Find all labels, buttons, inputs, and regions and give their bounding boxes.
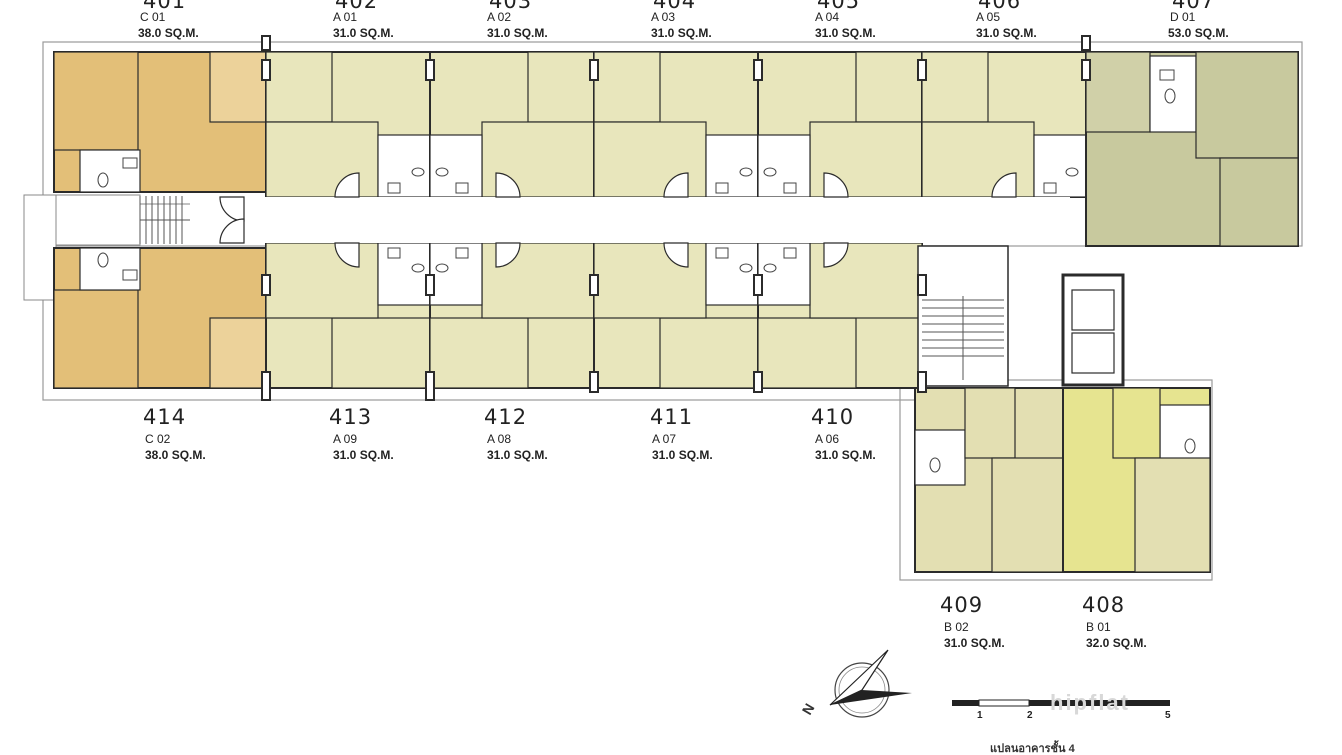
entry-stair-block	[23, 194, 190, 301]
watermark: hipflat	[1050, 690, 1130, 715]
unit-402-number: 402	[335, 0, 379, 13]
unit-405-type: A 04	[815, 10, 840, 24]
unit-414-area: 38.0 SQ.M.	[145, 448, 206, 462]
unit-414[interactable]	[53, 247, 267, 389]
unit-414-type: C 02	[145, 432, 171, 446]
unit-403-type: A 02	[487, 10, 512, 24]
scale-label-5: 5	[1165, 710, 1171, 721]
unit-409-type: B 02	[944, 620, 969, 634]
unit-402-type: A 01	[333, 10, 358, 24]
unit-401-area: 38.0 SQ.M.	[138, 26, 199, 40]
unit-405-number: 405	[817, 0, 861, 13]
unit-408-type: B 01	[1086, 620, 1111, 634]
unit-403[interactable]	[429, 51, 595, 198]
unit-404-number: 404	[653, 0, 697, 13]
unit-409-number: 409	[940, 593, 984, 617]
unit-403-number: 403	[489, 0, 533, 13]
unit-412-area: 31.0 SQ.M.	[487, 448, 548, 462]
unit-401[interactable]	[53, 51, 267, 193]
unit-407-type: D 01	[1170, 10, 1196, 24]
unit-406[interactable]	[921, 51, 1087, 198]
scale-label-1: 1	[977, 710, 983, 721]
unit-411-area: 31.0 SQ.M.	[652, 448, 713, 462]
unit-406-area: 31.0 SQ.M.	[976, 26, 1037, 40]
unit-410-area: 31.0 SQ.M.	[815, 448, 876, 462]
plan-caption: แปลนอาคารชั้น 4	[990, 743, 1075, 755]
unit-410-number: 410	[811, 405, 855, 429]
unit-411-number: 411	[650, 405, 694, 429]
unit-413-area: 31.0 SQ.M.	[333, 448, 394, 462]
unit-414-number: 414	[143, 405, 187, 429]
unit-409-area: 31.0 SQ.M.	[944, 636, 1005, 650]
unit-410[interactable]	[757, 242, 923, 389]
scale-label-2: 2	[1027, 710, 1033, 721]
lift-stair-core	[917, 245, 1125, 387]
unit-411[interactable]	[593, 242, 759, 389]
unit-412[interactable]	[429, 242, 595, 389]
unit-405[interactable]	[757, 51, 923, 198]
unit-402-area: 31.0 SQ.M.	[333, 26, 394, 40]
unit-412-number: 412	[484, 405, 528, 429]
unit-401-number: 401	[143, 0, 187, 13]
unit-413-number: 413	[329, 405, 373, 429]
unit-405-area: 31.0 SQ.M.	[815, 26, 876, 40]
unit-408-number: 408	[1082, 593, 1126, 617]
unit-409[interactable]	[914, 387, 1064, 573]
unit-408[interactable]	[1062, 387, 1211, 573]
unit-406-type: A 05	[976, 10, 1001, 24]
corridor	[190, 172, 1070, 268]
unit-408-area: 32.0 SQ.M.	[1086, 636, 1147, 650]
unit-411-type: A 07	[652, 432, 677, 446]
bathroom-fixtures	[387, 167, 1079, 273]
structural-columns	[261, 35, 1091, 401]
unit-404[interactable]	[593, 51, 759, 198]
scale-bar	[952, 699, 1170, 707]
unit-407-area: 53.0 SQ.M.	[1168, 26, 1229, 40]
unit-413-type: A 09	[333, 432, 358, 446]
unit-407[interactable]	[1085, 51, 1299, 247]
unit-407-number: 407	[1172, 0, 1216, 13]
unit-404-type: A 03	[651, 10, 676, 24]
unit-410-type: A 06	[815, 432, 840, 446]
north-arrow-icon	[829, 649, 912, 718]
unit-406-number: 406	[978, 0, 1022, 13]
unit-403-area: 31.0 SQ.M.	[487, 26, 548, 40]
unit-401-type: C 01	[140, 10, 166, 24]
unit-412-type: A 08	[487, 432, 512, 446]
unit-404-area: 31.0 SQ.M.	[651, 26, 712, 40]
